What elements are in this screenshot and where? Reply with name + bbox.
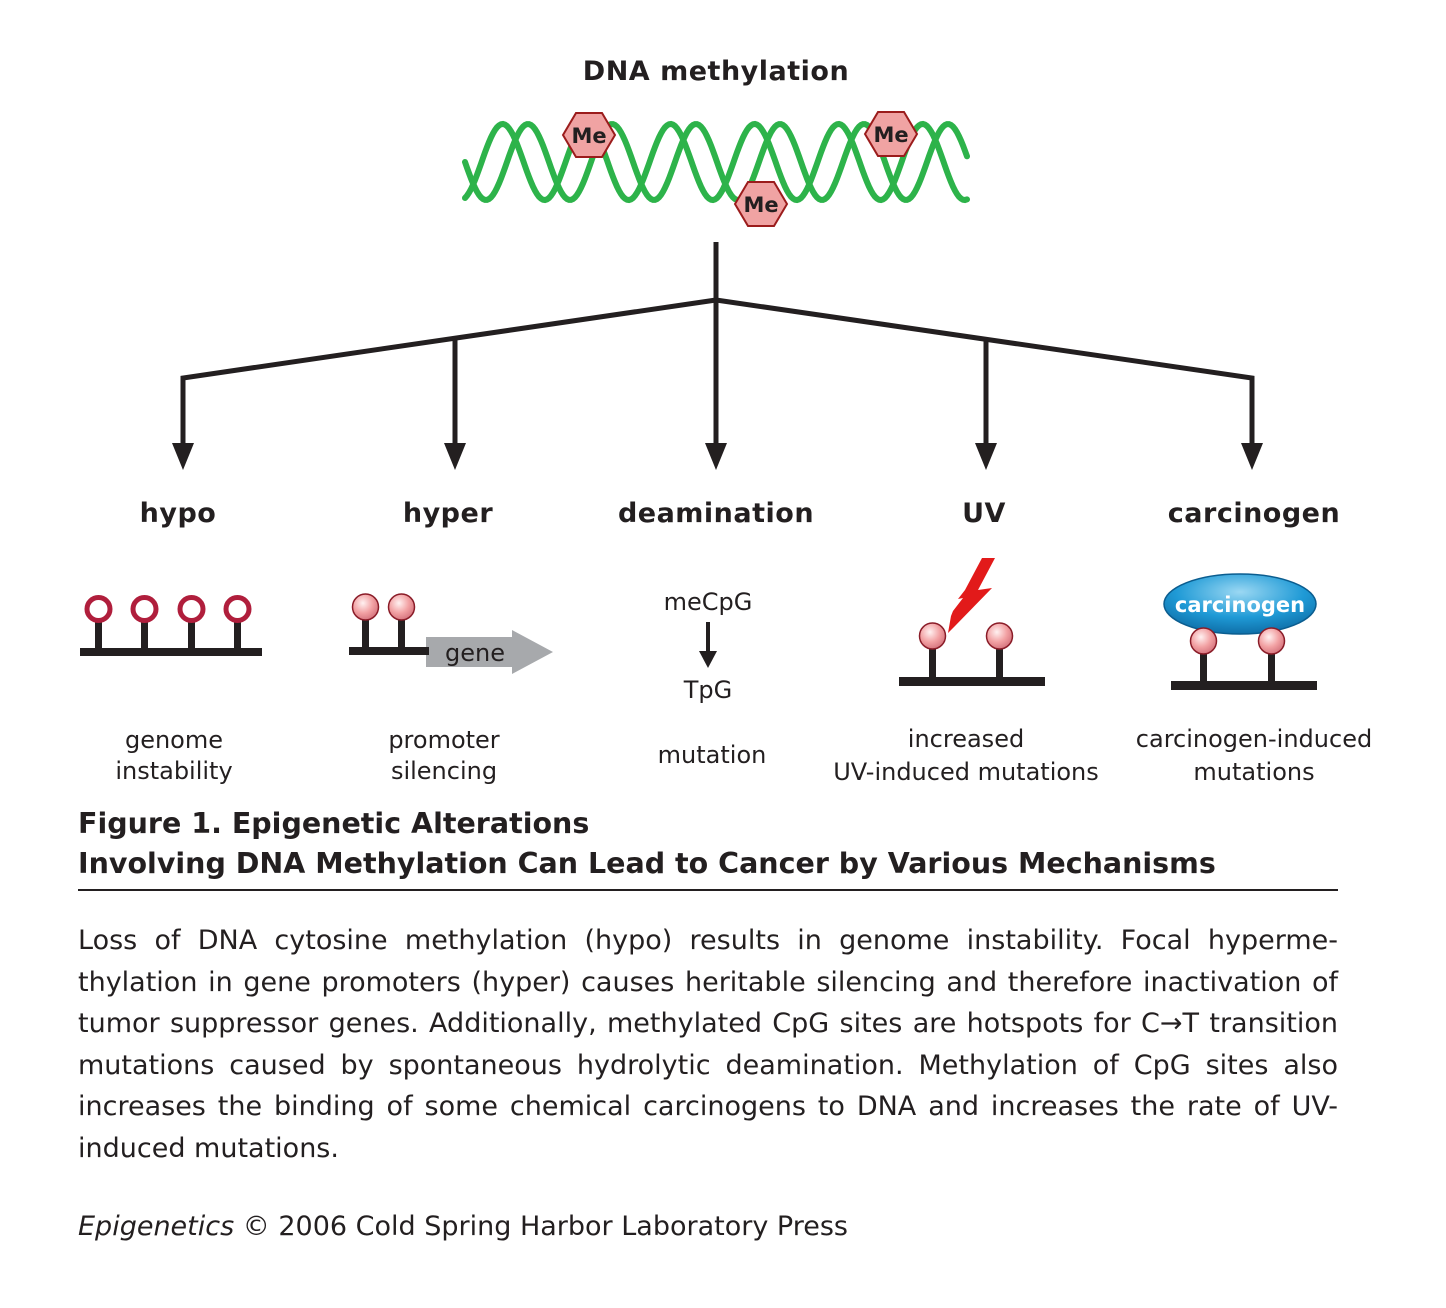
gene-label: gene	[445, 639, 505, 667]
credit-book-title: Epigenetics	[78, 1211, 235, 1242]
cpg-stem	[929, 645, 936, 680]
cpg-stem	[996, 645, 1003, 680]
cpg-stem	[188, 622, 195, 650]
unmethylated-cpg-icon	[223, 595, 252, 623]
arrowhead-icon	[975, 443, 997, 470]
conversion-arrowhead-icon	[699, 651, 717, 668]
methylated-cpg-icon	[918, 622, 947, 650]
methylated-cpg-icon	[1189, 627, 1218, 655]
cpg-stem	[95, 622, 102, 650]
branch-right	[715, 297, 1255, 445]
methyl-hexagon-icon	[863, 111, 919, 157]
dna-bar	[349, 647, 429, 655]
carcinogen-illustration: carcinogen	[1163, 573, 1317, 690]
methyl-label: Me	[873, 123, 908, 147]
branch-label-hypo: hypo	[140, 498, 217, 529]
tpg-label: TpG	[683, 676, 733, 704]
dna-strand-2	[462, 120, 970, 204]
methyl-hexagon-icon	[561, 112, 617, 158]
branch-label-uv: UV	[962, 498, 1006, 529]
methylated-cpg-icon	[387, 593, 416, 621]
cpg-stem	[1268, 650, 1275, 684]
unmethylated-cpg-icon	[177, 595, 206, 623]
arrowhead-icon	[705, 443, 727, 470]
outcome-hypo-line2: instability	[115, 757, 232, 785]
methyl-group-3: Me	[733, 181, 789, 227]
gene-arrow-icon	[426, 630, 553, 674]
outcome-deamination: mutation	[658, 741, 767, 769]
dna-bar	[899, 677, 1045, 686]
mecpg-label: meCpG	[664, 588, 753, 616]
methylated-cpg-icon	[1257, 627, 1286, 655]
dna-bar	[1171, 681, 1317, 690]
outcome-uv-line2: UV-induced mutations	[833, 758, 1099, 786]
arrowhead-icon	[172, 443, 194, 470]
outcome-hyper-line1: promoter	[388, 726, 499, 754]
credit-text: © 2006 Cold Spring Harbor Laboratory Pre…	[234, 1211, 848, 1242]
outcome-hypo-line1: genome	[125, 726, 223, 754]
outcome-uv-line1: increased	[908, 725, 1024, 753]
cpg-stem	[362, 618, 369, 650]
branch-arrowheads	[172, 443, 1263, 470]
unmethylated-cpg-icon	[84, 595, 113, 623]
methyl-hexagon-icon	[733, 181, 789, 227]
methyl-group-2: Me	[863, 111, 919, 157]
uv-illustration	[899, 558, 1045, 686]
branch-label-hyper: hyper	[403, 498, 493, 529]
carcinogen-blob-label: carcinogen	[1175, 593, 1305, 617]
dna-strand-1	[462, 121, 970, 203]
cpg-stem	[234, 622, 241, 650]
methylated-cpg-icon	[351, 593, 380, 621]
methyl-label: Me	[571, 124, 606, 148]
hyper-illustration: gene	[349, 593, 553, 674]
cpg-stem	[1200, 650, 1207, 684]
figure-caption-body: Loss of DNA cytosine methylation (hypo) …	[78, 925, 1338, 1164]
branch-label-deamination: deamination	[618, 498, 814, 529]
dna-bar	[80, 648, 262, 656]
diagram-title: DNA methylation	[583, 56, 849, 87]
outcome-hyper-line2: silencing	[391, 757, 497, 785]
methylation-diagram: DNA methylation Me Me Me hypo hyper deam…	[80, 56, 1372, 786]
branch-left	[180, 297, 717, 445]
cpg-stem	[141, 622, 148, 650]
methylated-cpg-icon	[985, 622, 1014, 650]
deamination-illustration: meCpG TpG	[664, 588, 753, 704]
arrowhead-icon	[1241, 443, 1263, 470]
carcinogen-blob-icon	[1163, 573, 1317, 635]
caption-title-line2: Involving DNA Methylation Can Lead to Ca…	[78, 847, 1216, 880]
arrowhead-icon	[444, 443, 466, 470]
uv-lightning-icon	[948, 558, 995, 633]
methyl-label: Me	[743, 193, 778, 217]
outcome-carcinogen-line2: mutations	[1193, 758, 1314, 786]
cpg-stem	[398, 618, 405, 650]
figure-caption-title: Figure 1. Epigenetic Alterations Involvi…	[78, 804, 1338, 884]
caption-divider	[78, 889, 1338, 891]
copyright-credit: Epigenetics © 2006 Cold Spring Harbor La…	[78, 1207, 1338, 1247]
unmethylated-cpg-icon	[130, 595, 159, 623]
methyl-group-1: Me	[561, 112, 617, 158]
branch-tree	[180, 242, 1255, 445]
dna-double-helix	[462, 120, 970, 204]
branch-label-carcinogen: carcinogen	[1168, 498, 1340, 529]
caption-title-line1: Figure 1. Epigenetic Alterations	[78, 807, 590, 840]
outcome-carcinogen-line1: carcinogen-induced	[1136, 725, 1372, 753]
hypo-illustration	[80, 595, 262, 656]
